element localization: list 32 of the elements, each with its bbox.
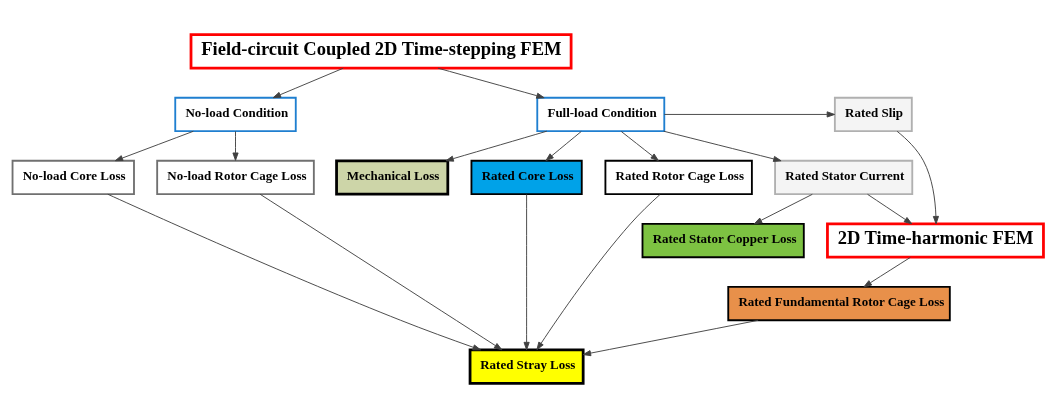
arrow (114, 130, 194, 162)
node-box: No-load Core Loss (11, 159, 135, 196)
arrow (863, 256, 911, 288)
arrow (753, 193, 813, 225)
node-box: Rated Slip (833, 96, 913, 133)
node-box: Rated Stray Loss (468, 348, 585, 385)
arrow (896, 130, 939, 225)
node-box: Rated Core Loss (470, 159, 583, 196)
arrow (663, 130, 782, 162)
arrow (523, 193, 530, 351)
node-box: No-load Rotor Cage Loss (156, 159, 315, 196)
arrow (445, 130, 548, 162)
node-box: 2D Time-harmonic FEM (826, 222, 1045, 259)
node-box: Rated Stator Copper Loss (641, 222, 805, 259)
arrow (867, 193, 913, 225)
node-box: Mechanical Loss (335, 159, 450, 196)
node-box: No-load Condition (174, 96, 297, 133)
node-box: Field-circuit Coupled 2D Time-stepping FEM (189, 33, 573, 70)
arrow (437, 67, 545, 99)
arrow (107, 193, 481, 351)
node-box: Rated Rotor Cage Loss (604, 159, 753, 196)
arrow (582, 319, 759, 357)
node-box: Full-load Condition (536, 96, 666, 133)
node-box: Rated Stator Current (774, 159, 914, 196)
arrow (259, 193, 503, 351)
arrow (272, 67, 344, 99)
arrow (545, 130, 582, 162)
node-box: Rated Fundamental Rotor Cage Loss (727, 285, 951, 322)
arrow (620, 130, 659, 162)
arrow (663, 111, 836, 118)
arrow (536, 194, 661, 351)
arrow (232, 130, 239, 161)
